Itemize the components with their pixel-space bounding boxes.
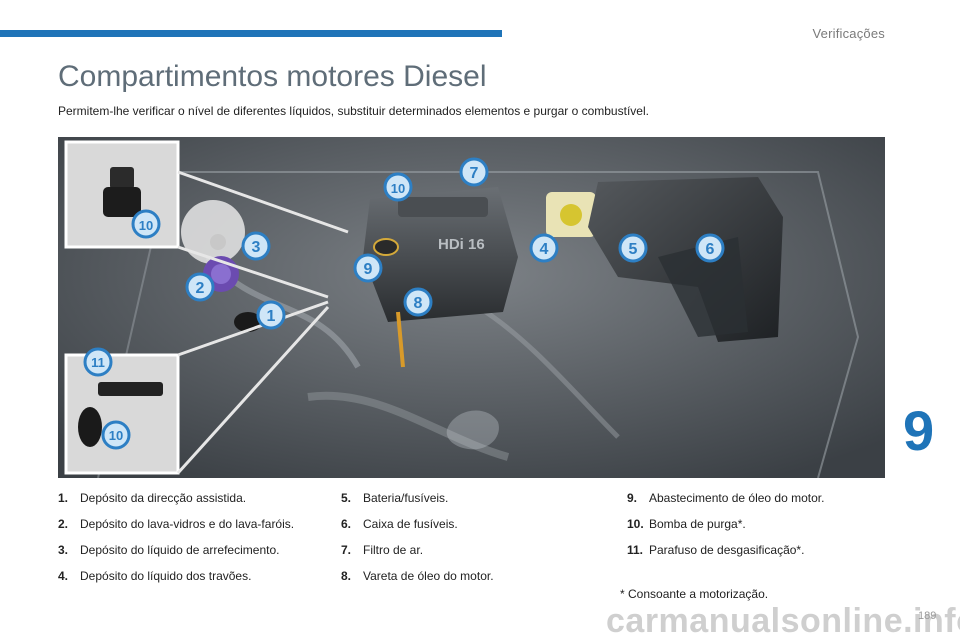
callout-3: 3	[241, 231, 271, 261]
svg-text:5: 5	[629, 241, 638, 258]
callout-1: 1	[256, 300, 286, 330]
dipstick	[396, 311, 405, 368]
callout-8: 8	[403, 287, 433, 317]
callout-11-inset: 11	[83, 347, 113, 377]
svg-text:4: 4	[540, 241, 549, 258]
engine-badge-text: HDi 16	[438, 236, 485, 253]
legend-item: 4.Depósito do líquido dos travões.	[58, 569, 252, 583]
svg-text:8: 8	[414, 295, 423, 312]
svg-text:11: 11	[91, 355, 105, 370]
chapter-number: 9	[903, 399, 935, 462]
svg-text:3: 3	[252, 239, 261, 256]
legend-item: 9.Abastecimento de óleo do motor.	[627, 491, 825, 505]
callout-2: 2	[185, 272, 215, 302]
watermark: carmanualsonline.info	[606, 602, 960, 640]
svg-text:7: 7	[470, 165, 479, 182]
engine-compartment-illustration: HDi 16	[58, 137, 885, 478]
svg-text:6: 6	[706, 241, 715, 258]
peugeot-lion-logo	[446, 410, 499, 450]
legend-item: 11.Parafuso de desgasificação*.	[627, 543, 805, 557]
page-title: Compartimentos motores Diesel	[58, 60, 487, 93]
svg-text:10: 10	[139, 218, 153, 233]
svg-text:10: 10	[109, 428, 123, 443]
inset-bleed-screw	[64, 353, 180, 475]
oil-filler-cap	[373, 238, 399, 256]
coolant-reservoir	[181, 200, 245, 264]
svg-text:10: 10	[391, 181, 405, 196]
legend-item: 1.Depósito da direcção assistida.	[58, 491, 247, 505]
callout-10-engine: 10	[383, 172, 413, 202]
page-subtitle: Permitem-lhe verificar o nível de difere…	[58, 104, 649, 118]
legend-item: 6.Caixa de fusíveis.	[341, 517, 458, 531]
legend-column-3: 9.Abastecimento de óleo do motor. 10.Bom…	[627, 488, 824, 566]
top-accent-bar	[0, 30, 502, 37]
callout-9: 9	[353, 253, 383, 283]
legend-item: 5.Bateria/fusíveis.	[341, 491, 449, 505]
callout-7: 7	[459, 157, 489, 187]
footnote: * Consoante a motorização.	[620, 587, 769, 601]
svg-text:2: 2	[196, 280, 205, 297]
legend-column-2: 5.Bateria/fusíveis. 6.Caixa de fusíveis.…	[341, 488, 494, 592]
callout-5: 5	[618, 233, 648, 263]
legend-item: 8.Vareta de óleo do motor.	[341, 569, 494, 583]
engine-cover	[363, 187, 518, 322]
callout-10-inset-top: 10	[131, 209, 161, 239]
legend-item: 2.Depósito do lava-vidros e do lava-faró…	[58, 517, 295, 531]
callout-4: 4	[529, 233, 559, 263]
svg-text:1: 1	[267, 308, 276, 325]
section-title: Verificações	[812, 26, 885, 41]
legend-column-1: 1.Depósito da direcção assistida. 2.Depó…	[58, 488, 294, 592]
callout-6: 6	[695, 233, 725, 263]
callout-10-inset-bottom: 10	[101, 420, 131, 450]
legend-item: 7.Filtro de ar.	[341, 543, 424, 557]
legend-item: 10.Bomba de purga*.	[627, 517, 746, 531]
svg-text:9: 9	[364, 261, 373, 278]
legend-item: 3.Depósito do líquido de arrefecimento.	[58, 543, 280, 557]
page-number: 189	[918, 610, 937, 622]
